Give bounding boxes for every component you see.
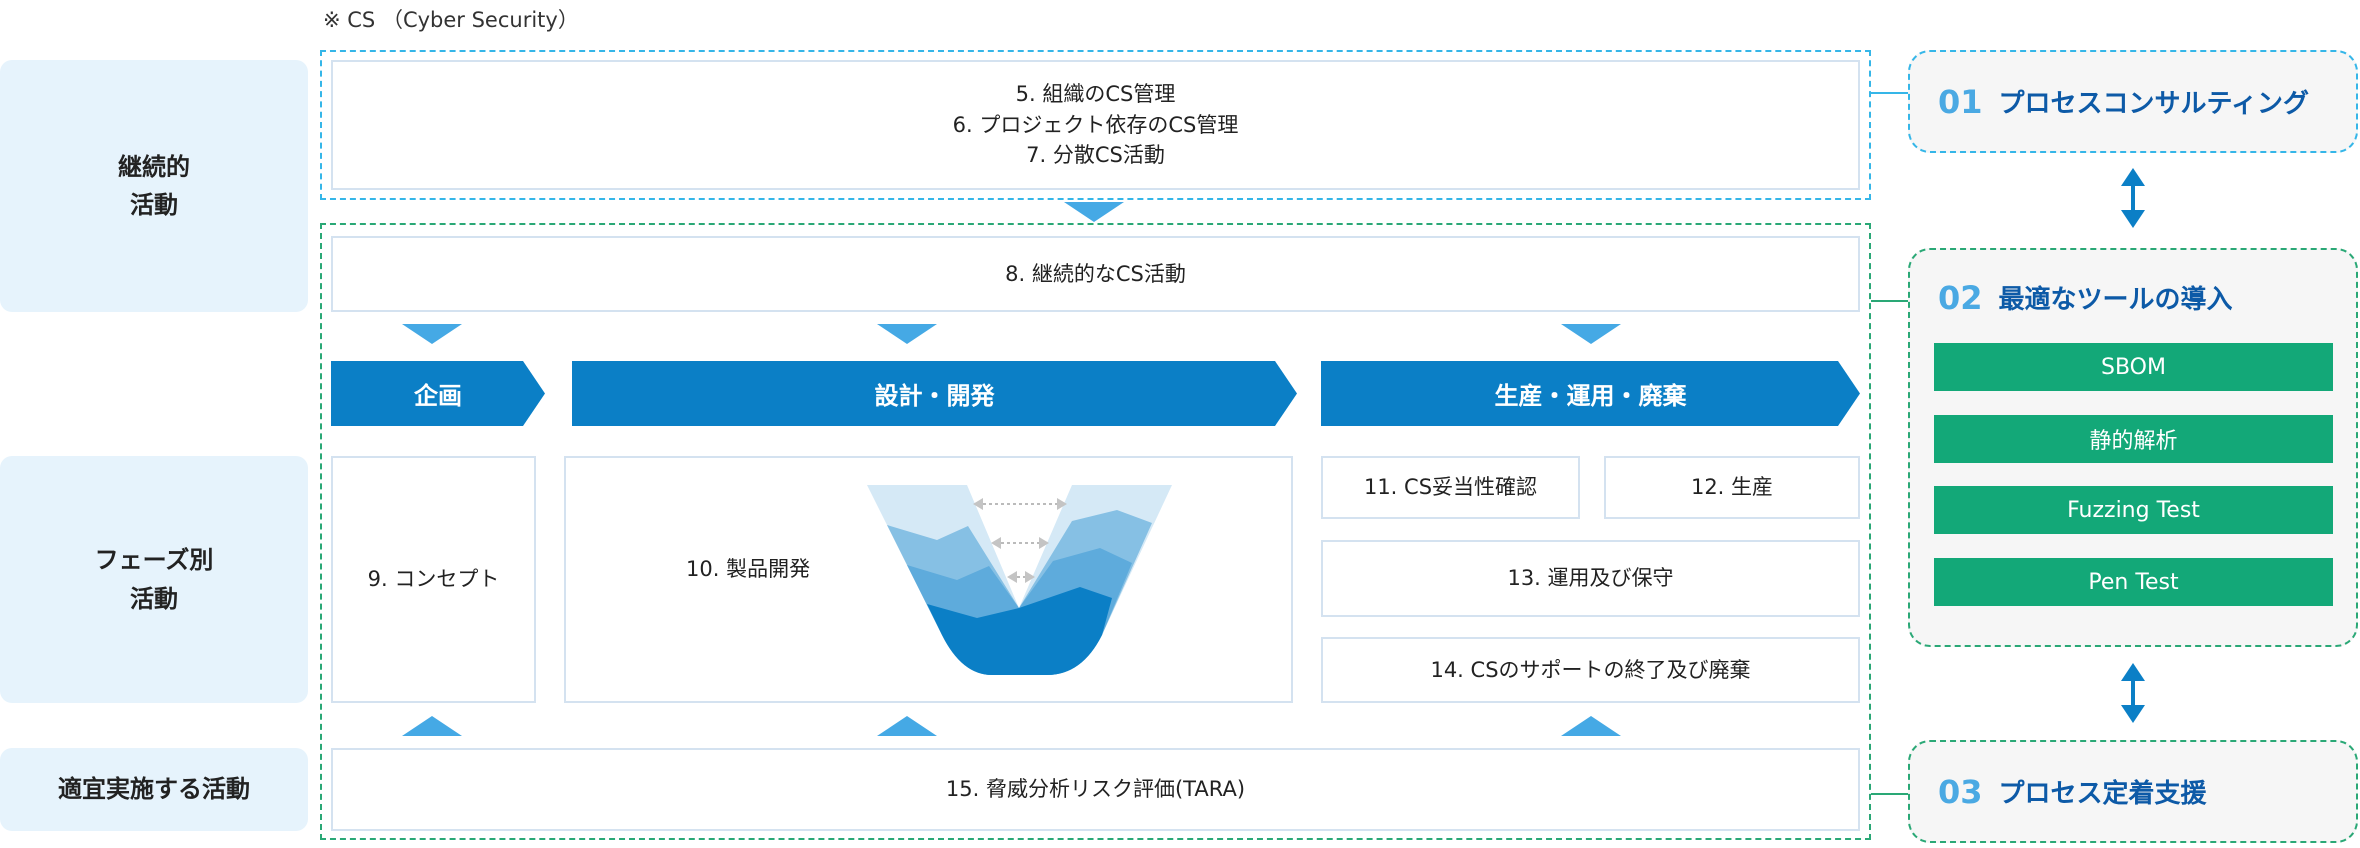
label-asneeded: 適宜実施する活動 [0, 748, 308, 831]
production-box: 12. 生産 [1604, 456, 1860, 519]
label-phase: フェーズ別 活動 [0, 456, 308, 703]
down-arrow-icon [402, 324, 462, 344]
service-number: 02 [1938, 278, 1983, 317]
phase-planning: 企画 [331, 361, 545, 426]
org-group [320, 50, 1871, 200]
tool-sbom: SBOM [1934, 343, 2333, 391]
service-number: 03 [1938, 772, 1983, 811]
v-model-icon [867, 485, 1172, 675]
lifecycle-group [320, 223, 1871, 840]
operation-box: 13. 運用及び保守 [1321, 540, 1860, 617]
bidirectional-arrow-icon [2121, 168, 2145, 228]
service-title: 最適なツールの導入 [1998, 285, 2233, 315]
phase-production: 生産・運用・廃棄 [1321, 361, 1860, 426]
service-number: 01 [1938, 82, 1983, 121]
down-arrow-icon [1064, 202, 1124, 222]
dev-box: 10. 製品開発 [564, 456, 1293, 703]
tool-fuzzing: Fuzzing Test [1934, 486, 2333, 534]
service-consulting: 01 プロセスコンサルティング [1908, 50, 2358, 153]
concept-box: 9. コンセプト [331, 456, 536, 703]
label-continuous: 継続的 活動 [0, 60, 308, 312]
connector-line [1871, 300, 1908, 302]
phase-design: 設計・開発 [572, 361, 1297, 426]
service-title: プロセスコンサルティング [1998, 89, 2309, 119]
service-adoption: 03 プロセス定着支援 [1908, 740, 2358, 843]
org-item: 6. プロジェクト依存のCS管理 [952, 112, 1239, 137]
down-arrow-icon [877, 324, 937, 344]
validation-box: 11. CS妥当性確認 [1321, 456, 1580, 519]
connector-line [1871, 793, 1908, 795]
service-title: プロセス定着支援 [1998, 779, 2207, 809]
org-box: 5. 組織のCS管理 6. プロジェクト依存のCS管理 7. 分散CS活動 [331, 60, 1860, 190]
down-arrow-icon [1561, 324, 1621, 344]
continuous-cs-box: 8. 継続的なCS活動 [331, 236, 1860, 312]
tool-pentest: Pen Test [1934, 558, 2333, 606]
dev-label: 10. 製品開発 [686, 557, 811, 581]
up-arrow-icon [402, 716, 462, 736]
end-box: 14. CSのサポートの終了及び廃棄 [1321, 637, 1860, 703]
connector-line [1871, 92, 1908, 94]
up-arrow-icon [877, 716, 937, 736]
bidirectional-arrow-icon [2121, 663, 2145, 723]
tara-box: 15. 脅威分析リスク評価(TARA) [331, 748, 1860, 831]
tool-static-analysis: 静的解析 [1934, 415, 2333, 463]
org-item: 7. 分散CS活動 [1026, 143, 1165, 168]
org-item: 5. 組織のCS管理 [1015, 82, 1176, 107]
up-arrow-icon [1561, 716, 1621, 736]
cs-note: ※ CS （Cyber Security） [323, 8, 579, 32]
